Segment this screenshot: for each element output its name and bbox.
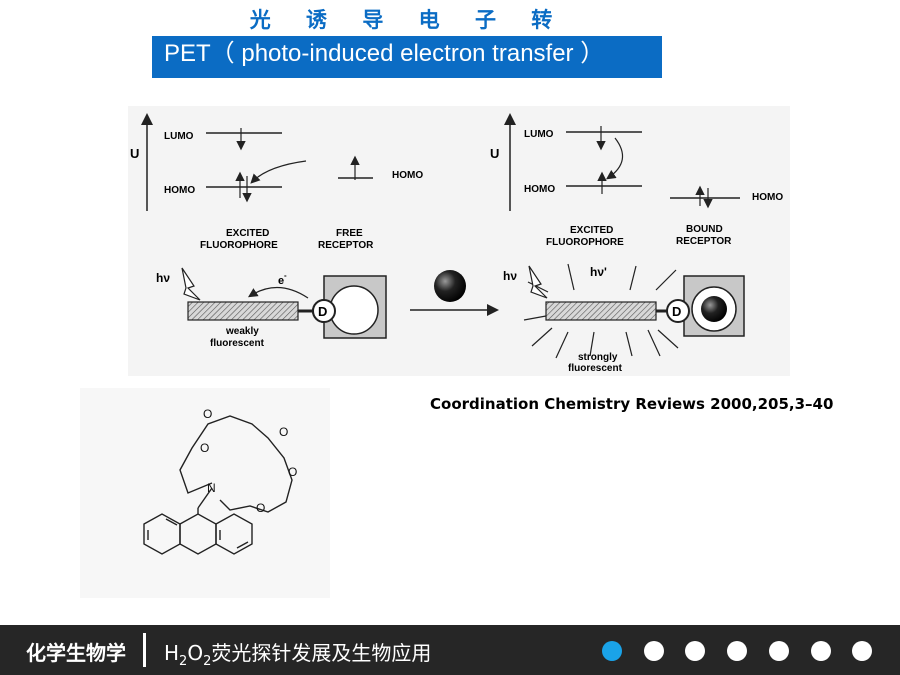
- homo-label-bound: HOMO: [752, 192, 783, 203]
- citation-reference: Coordination Chemistry Reviews 2000,205,…: [430, 395, 834, 413]
- free-receptor-label-1: FREE: [336, 228, 363, 239]
- n-atom: N: [207, 481, 216, 495]
- weakly-label: weakly: [225, 326, 259, 337]
- o-atom-2: O: [279, 425, 288, 439]
- emission-rays: [523, 263, 679, 359]
- hv-label-left: hν: [156, 271, 170, 285]
- footer-topic-title: H2O2荧光探针发展及生物应用: [164, 637, 431, 669]
- u-axis-label-left: U: [130, 146, 139, 161]
- nav-dot-1[interactable]: [602, 641, 622, 661]
- footer-separator: [143, 633, 146, 667]
- topic-sub-1: 2: [179, 654, 188, 669]
- bound-receptor-label-1: BOUND: [686, 224, 723, 235]
- donor-label-left-top: D: [318, 304, 327, 319]
- excited-label-left-1: EXCITED: [226, 228, 269, 239]
- strongly-label: strongly: [578, 352, 618, 363]
- o-atom-3: O: [200, 441, 209, 455]
- nav-dot-4[interactable]: [727, 641, 748, 661]
- u-axis-label-right: U: [490, 146, 499, 161]
- hv-label-right: hν: [503, 269, 517, 283]
- nav-dot-2[interactable]: [643, 641, 664, 661]
- nav-dot-5[interactable]: [768, 641, 789, 661]
- free-receptor-label-2: RECEPTOR: [318, 240, 374, 251]
- left-energy-diagram: U LUMO HOMO HOMO EXCITED FLUOROPHORE FRE…: [130, 113, 423, 251]
- homo-label-free: HOMO: [392, 170, 423, 181]
- right-energy-diagram: U LUMO HOMO HOMO EXCITED FLUOROPHORE BOU…: [490, 113, 783, 248]
- footer-course-name: 化学生物学: [26, 641, 126, 665]
- strongly-fluorescent-label: fluorescent: [568, 363, 623, 374]
- donor-label-right: D: [672, 304, 681, 319]
- lumo-label-left: LUMO: [164, 131, 194, 142]
- homo-label-left: HOMO: [164, 185, 195, 196]
- excited-label-left-2: FLUOROPHORE: [200, 240, 278, 251]
- nav-dot-7[interactable]: [852, 641, 873, 661]
- slide-title-english: PET（ photo-induced electron transfer ）: [152, 36, 662, 78]
- o-atom-5: O: [256, 501, 265, 515]
- bound-receptor-label-2: RECEPTOR: [676, 236, 732, 247]
- pet-diagram-svg: U LUMO HOMO HOMO EXCITED FLUOROPHORE FRE…: [130, 113, 783, 374]
- o-atom-1: O: [203, 407, 212, 421]
- electron-label: e: [278, 275, 284, 287]
- excited-label-right-2: FLUOROPHORE: [546, 237, 624, 248]
- aza-crown-anthracene-structure: O O O O O N: [80, 388, 330, 598]
- excited-label-right-1: EXCITED: [570, 225, 613, 236]
- lumo-label-right: LUMO: [524, 129, 554, 140]
- weakly-fluorescent-label: fluorescent: [210, 338, 265, 349]
- svg-text:-: -: [284, 271, 287, 280]
- topic-rest: 荧光探针发展及生物应用: [211, 641, 432, 665]
- hv-prime-label: hν': [590, 265, 607, 279]
- metal-cation-ball: [434, 270, 466, 302]
- topic-sub-2: 2: [203, 654, 212, 669]
- pet-mechanism-figure: U LUMO HOMO HOMO EXCITED FLUOROPHORE FRE…: [128, 106, 790, 376]
- topic-h: H: [164, 641, 180, 665]
- nav-dot-3[interactable]: [685, 641, 706, 661]
- topic-o: O: [187, 641, 204, 665]
- nav-dot-6[interactable]: [810, 641, 831, 661]
- footer-bar: 化学生物学 H2O2荧光探针发展及生物应用: [0, 625, 900, 675]
- strong-fluorescent-schematic: hν hν' D strongly fluorescent: [503, 263, 745, 374]
- homo-label-right: HOMO: [524, 184, 555, 195]
- structure-svg: O O O O O N: [143, 407, 297, 555]
- o-atom-4: O: [288, 465, 297, 479]
- weak-fluorescent-schematic: hν D D e - weakly fluorescent: [156, 267, 387, 349]
